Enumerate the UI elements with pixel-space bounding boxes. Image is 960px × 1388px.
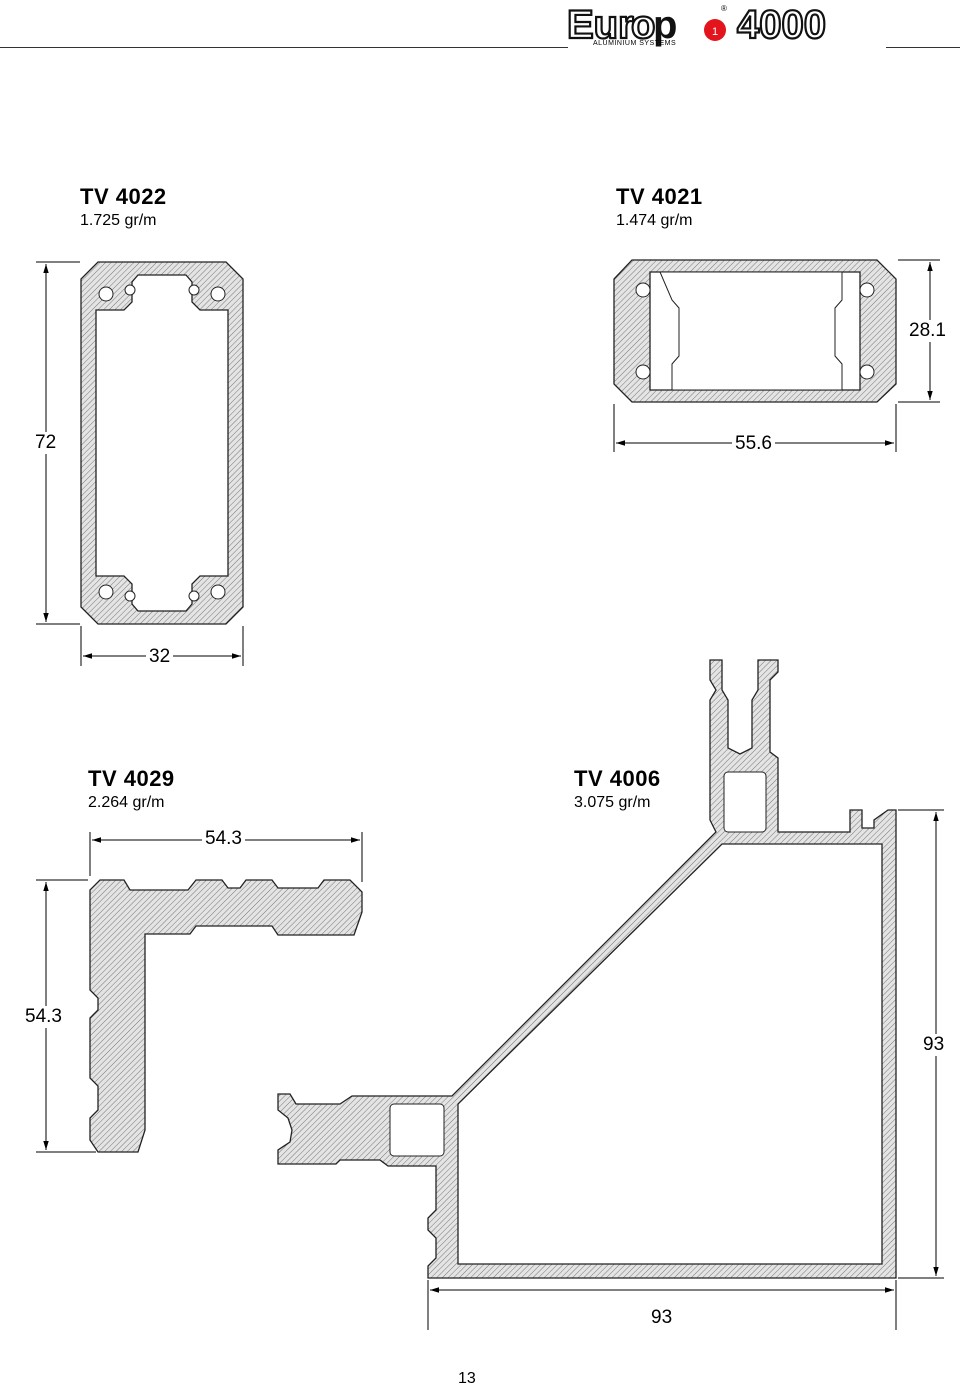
dim-width-tv4022: 32 (146, 646, 174, 668)
profile-weight-tv4022: 1.725 gr/m (80, 212, 157, 229)
header-rule-right (886, 47, 960, 48)
svg-text:p: p (653, 3, 677, 47)
profile-code-tv4022: TV 4022 (80, 184, 167, 209)
profile-weight-tv4021: 1.474 gr/m (616, 212, 693, 229)
svg-text:o: o (631, 3, 655, 47)
dim-width-tv4021: 55.6 (732, 433, 775, 455)
dim-height-tv4006: 93 (920, 1034, 948, 1056)
dim-height-tv4029: 54.3 (22, 1006, 65, 1028)
dim-width-tv4006: 93 (648, 1307, 676, 1329)
profile-weight-tv4029: 2.264 gr/m (88, 794, 165, 811)
header-rule-left (0, 47, 568, 48)
logo-subtitle: ALUMINIUM SYSTEMS (593, 40, 677, 47)
profile-code-tv4029: TV 4029 (88, 766, 175, 791)
page-number: 13 (458, 1370, 476, 1387)
profile-drawing-tv4029 (89, 879, 363, 1153)
profile-drawing-tv4022 (80, 261, 244, 625)
profile-drawing-tv4006 (277, 659, 897, 1279)
dim-width-tv4029: 54.3 (202, 828, 245, 850)
logo-word-icon: Eur (567, 3, 634, 47)
dim-height-tv4022: 72 (32, 432, 60, 454)
logo-red-dot-icon (704, 19, 726, 41)
profile-weight-tv4006: 3.075 gr/m (574, 794, 651, 811)
svg-text:4000: 4000 (737, 3, 826, 47)
profile-drawing-tv4021 (613, 259, 897, 403)
brand-logo: Eur o p 1 4000 (566, 2, 827, 48)
profile-code-tv4006: TV 4006 (574, 766, 661, 791)
dimension-lines-tv4006 (427, 809, 944, 1330)
profile-code-tv4021: TV 4021 (616, 184, 703, 209)
svg-text:1: 1 (712, 26, 718, 38)
logo-registered-mark: ® (721, 4, 727, 13)
dim-height-tv4021: 28.1 (906, 320, 949, 342)
